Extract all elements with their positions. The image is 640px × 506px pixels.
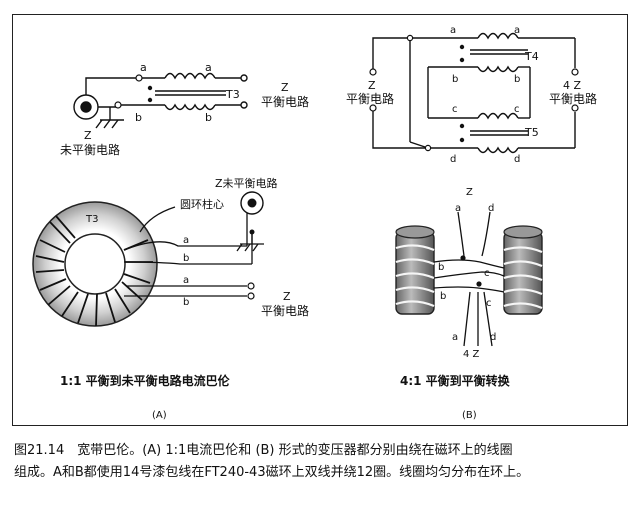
panel-a-subtitle: 1:1 平衡到未平衡电路电流巴伦 (60, 373, 231, 388)
t3-label: T3 (225, 88, 240, 101)
a-label: a (140, 61, 147, 74)
a-label: a (183, 275, 189, 286)
figure-diagram: a a b b T3 Z 平衡电路 Z 未平衡电路 (32, 25, 597, 421)
c-label: c (484, 268, 490, 279)
toroid-core (32, 201, 158, 327)
z-label: Z (281, 81, 289, 94)
z-label: Z (283, 290, 291, 303)
caption-line-2: 组成。A和B都使用14号漆包线在FT240-43磁环上双线并绕12圈。线圈均匀分… (14, 465, 530, 480)
panel-b-schematic (372, 32, 576, 154)
t3-label: T3 (85, 214, 98, 225)
b-label: b (135, 111, 142, 124)
b-label: b (452, 74, 458, 85)
b-label: b (183, 297, 189, 308)
z-unbalanced-label: Z未平衡电路 (215, 177, 278, 190)
four-z-label: 4 Z (563, 79, 581, 92)
unbalanced-label: 未平衡电路 (60, 142, 120, 157)
toroid-leads (123, 206, 264, 297)
b-label: b (183, 253, 189, 264)
caption-line-1: 图21.14 宽带巴伦。(A) 1:1电流巴伦和 (B) 形式的变压器都分别由绕… (14, 443, 513, 458)
d-label: d (488, 203, 494, 214)
a-label: a (452, 332, 458, 343)
t5-label: T5 (524, 126, 539, 139)
panel-b-label: (B) (462, 410, 477, 421)
panel-a-dots (114, 74, 153, 109)
c-label: c (452, 104, 458, 115)
d-label: d (514, 154, 520, 165)
coax-connector-icon (240, 191, 264, 215)
panel-b-subtitle: 4:1 平衡到平衡转换 (400, 373, 511, 388)
a-label: a (514, 25, 520, 36)
panel-a-schematic (73, 72, 248, 129)
rod-cores (395, 225, 543, 315)
z-label: Z (368, 79, 376, 92)
b-label: b (438, 262, 444, 273)
d-label: d (450, 154, 456, 165)
a-label: a (455, 203, 461, 214)
a-label: a (183, 235, 189, 246)
z-label: Z (466, 187, 473, 198)
c-label: c (514, 104, 520, 115)
t4-label: T4 (524, 50, 539, 63)
a-label: a (450, 25, 456, 36)
four-z-label: 4 Z (463, 349, 480, 360)
a-label: a (205, 61, 212, 74)
balanced-label: 平衡电路 (346, 91, 394, 106)
figure-caption: 图21.14 宽带巴伦。(A) 1:1电流巴伦和 (B) 形式的变压器都分别由绕… (14, 440, 626, 484)
z-label: Z (84, 129, 92, 142)
b-label: b (205, 111, 212, 124)
c-label: c (486, 298, 492, 309)
b-label: b (440, 291, 446, 302)
balanced-label: 平衡电路 (261, 303, 309, 318)
balanced-label: 平衡电路 (549, 91, 597, 106)
d-label: d (490, 332, 496, 343)
balanced-label: 平衡电路 (261, 94, 309, 109)
panel-b-dots (369, 34, 579, 152)
core-label: 圆环柱心 (180, 197, 224, 211)
figure-frame (12, 14, 628, 426)
panel-a-label: (A) (152, 410, 167, 421)
rod-leads (433, 211, 505, 347)
b-label: b (514, 74, 520, 85)
